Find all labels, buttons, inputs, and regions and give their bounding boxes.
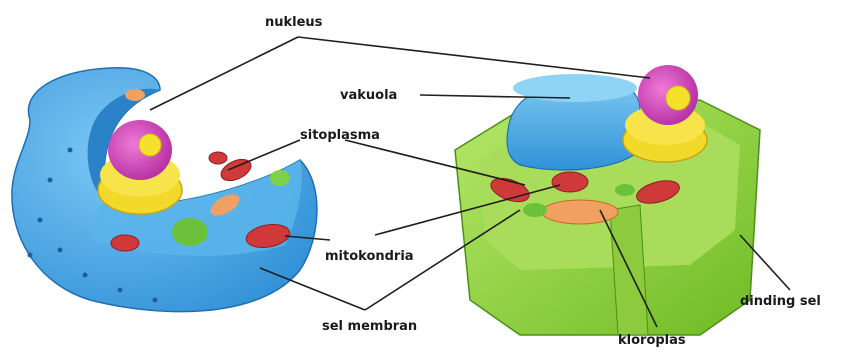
animal-vesicle-2: [270, 170, 290, 186]
label-vacuole: vakuola: [340, 88, 397, 103]
plant-vacuole: [507, 74, 640, 170]
animal-lysosome: [172, 218, 208, 246]
label-nucleus: nukleus: [265, 15, 323, 30]
plant-nucleus: [623, 65, 707, 162]
nucleus-leader-animal: [150, 37, 298, 110]
label-cell-membrane: sel membran: [322, 319, 417, 334]
animal-cell: [12, 68, 317, 312]
plant-cell: [455, 65, 760, 335]
animal-vesicle-3: [125, 89, 145, 101]
label-mitochondria: mitokondria: [325, 249, 414, 264]
label-cytoplasm: sitoplasma: [300, 128, 380, 143]
label-chloroplast: kloroplas: [618, 333, 686, 348]
label-cell-wall: dinding sel: [740, 294, 821, 309]
nucleus-leader-plant: [298, 37, 650, 78]
